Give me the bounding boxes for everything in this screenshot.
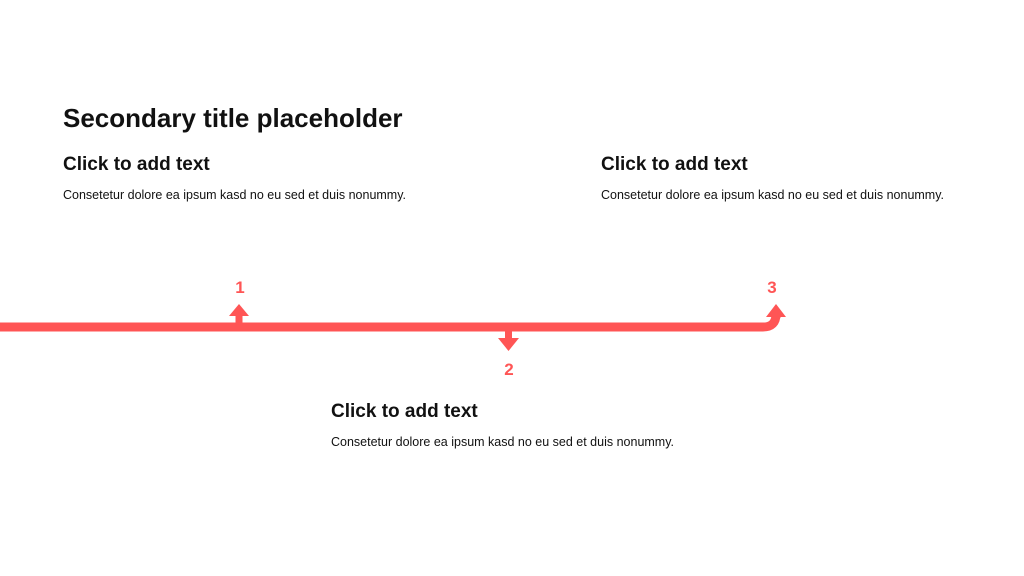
step-1-body[interactable]: Consetetur dolore ea ipsum kasd no eu se… [63,188,407,202]
step-2-text-block: Click to add text Consetetur dolore ea i… [331,400,731,450]
step-3-heading[interactable]: Click to add text [601,154,748,175]
slide-title[interactable]: Secondary title placeholder [63,103,403,133]
step-3-body[interactable]: Consetetur dolore ea ipsum kasd no eu se… [601,188,945,202]
step-1-arrow-icon [229,304,249,327]
step-3-arrow-icon [766,304,786,317]
step-3-number: 3 [767,278,777,297]
step-3-text-block: Click to add text Consetetur dolore ea i… [601,153,1001,203]
step-1-number: 1 [235,278,245,297]
step-1-text-block: Click to add text Consetetur dolore ea i… [63,153,463,203]
step-2-number: 2 [504,360,514,379]
step-2-body[interactable]: Consetetur dolore ea ipsum kasd no eu se… [331,435,675,449]
step-1-heading[interactable]: Click to add text [63,154,210,175]
timeline-line [0,313,781,332]
step-2-arrow-icon [498,327,519,351]
step-2-heading[interactable]: Click to add text [331,401,478,422]
